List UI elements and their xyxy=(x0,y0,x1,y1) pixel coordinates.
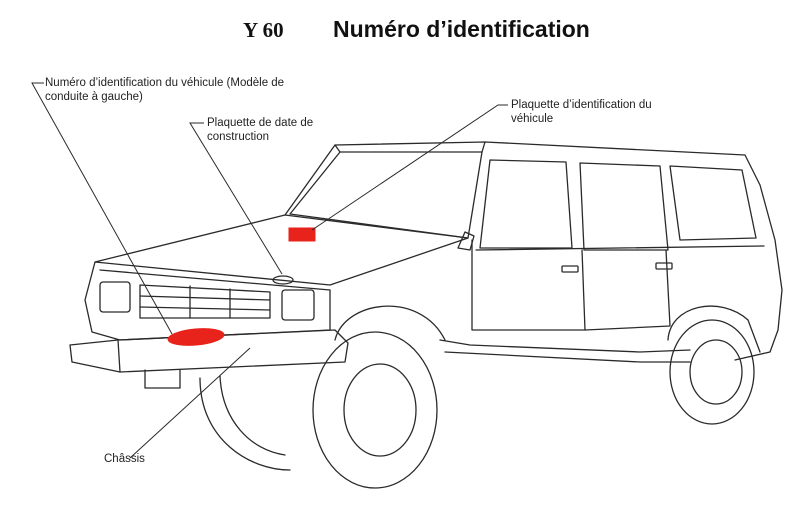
header: Y 60 Numéro d’identification xyxy=(0,16,800,50)
side-mirror xyxy=(457,231,475,251)
hood-emblem xyxy=(272,275,294,285)
label-date-line2: construction xyxy=(207,131,270,143)
rear-door xyxy=(584,249,671,331)
label-date-line1: Plaquette de date de xyxy=(207,117,314,129)
front-bumper xyxy=(69,329,349,373)
leader-date xyxy=(189,122,283,275)
front-wheel-arch xyxy=(334,305,446,341)
body-outline xyxy=(284,141,783,361)
id-plate-marker xyxy=(288,227,316,242)
hood xyxy=(94,214,469,286)
front-fascia xyxy=(84,261,331,341)
label-plate-line2: véhicule xyxy=(511,113,554,125)
front-door-window xyxy=(479,159,573,249)
headlight-left xyxy=(99,281,131,313)
front-door-handle xyxy=(561,265,579,273)
label-chassis: Châssis xyxy=(104,453,145,465)
rear-wheel xyxy=(669,319,755,425)
rear-door-window xyxy=(579,162,669,251)
headlight-right xyxy=(281,289,315,321)
rear-door-handle xyxy=(655,262,673,270)
front-hub xyxy=(343,363,417,457)
label-date: Plaquette de date de construction xyxy=(207,116,357,144)
label-vin-line1: Numéro d’identification du véhicule (Mod… xyxy=(45,77,285,89)
front-wheel xyxy=(312,331,438,489)
page-title: Numéro d’identification xyxy=(333,16,590,42)
model-code: Y 60 xyxy=(243,18,284,42)
rear-hub xyxy=(689,339,743,405)
side-sill xyxy=(439,339,691,353)
rear-quarter-window xyxy=(669,165,757,241)
label-vin: Numéro d’identification du véhicule (Mod… xyxy=(45,76,355,104)
vin-marker xyxy=(167,328,225,346)
leader-plate xyxy=(311,104,508,231)
label-vin-line2: conduite à gauche) xyxy=(45,91,143,103)
grille xyxy=(139,284,271,319)
label-plate-line1: Plaquette d’identification du xyxy=(511,99,652,111)
leader-vin xyxy=(31,82,173,335)
rear-wheel-arch xyxy=(667,305,761,353)
leader-chassis xyxy=(129,347,251,459)
far-front-wheel xyxy=(199,377,291,471)
front-door xyxy=(471,239,586,331)
label-plate: Plaquette d’identification du véhicule xyxy=(511,98,691,126)
